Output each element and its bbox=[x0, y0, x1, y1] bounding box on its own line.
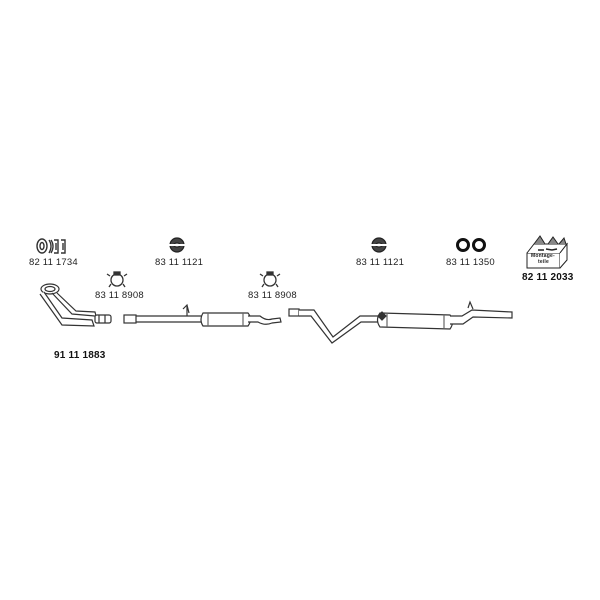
centre-silencer-drawing[interactable] bbox=[123, 303, 282, 327]
clamp-1-drawing[interactable] bbox=[106, 271, 128, 288]
part-number-rubber-mount-2: 83 11 1121 bbox=[356, 257, 405, 268]
mounting-kit-box-label-1: Montage- bbox=[531, 253, 555, 259]
clamp-2-drawing[interactable] bbox=[259, 271, 281, 288]
rubber-mount-1-drawing[interactable] bbox=[169, 237, 185, 253]
part-number-clamp-1: 83 11 8908 bbox=[95, 290, 144, 301]
part-number-gasket-set: 82 11 1734 bbox=[29, 257, 78, 268]
mounting-kit-drawing[interactable] bbox=[526, 235, 569, 269]
part-number-o-rings: 83 11 1350 bbox=[446, 257, 495, 268]
rear-silencer-drawing[interactable] bbox=[288, 300, 513, 344]
part-number-mounting-kit: 82 11 2033 bbox=[522, 272, 574, 283]
part-number-rubber-mount-1: 83 11 1121 bbox=[155, 257, 204, 268]
part-number-front-pipe: 91 11 1883 bbox=[54, 350, 106, 361]
rubber-mount-2-drawing[interactable] bbox=[371, 237, 387, 253]
part-number-clamp-2: 83 11 8908 bbox=[248, 290, 297, 301]
o-rings-drawing[interactable] bbox=[456, 238, 486, 252]
front-pipe-drawing[interactable] bbox=[39, 283, 112, 327]
mounting-kit-box-label-2: teile bbox=[538, 259, 550, 265]
gasket-set-drawing[interactable] bbox=[36, 238, 66, 254]
